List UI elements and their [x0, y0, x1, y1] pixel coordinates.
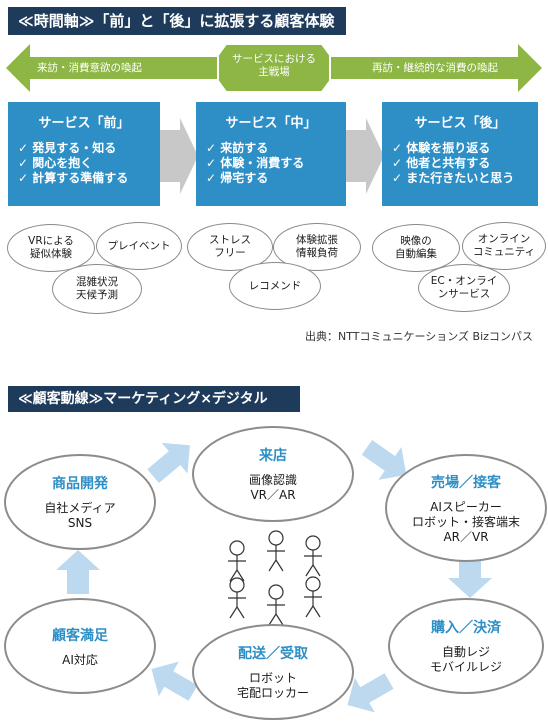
stage-during-item: ✓ 帰宅する: [206, 171, 269, 185]
tag-oval: レコメンド: [229, 262, 321, 310]
node-delivery: 配送／受取 ロボット 宅配ロッカー: [192, 624, 354, 720]
node-line: 画像認識: [248, 473, 297, 487]
tag-oval: ストレス フリー: [187, 223, 273, 271]
node-line: ロボット・接客端末: [411, 514, 520, 529]
node-store-visit: 来店 画像認識 VR／AR: [192, 426, 354, 522]
timeline-center-line1: サービスにおける: [232, 53, 316, 65]
stage-during-title: サービス「中」: [225, 116, 317, 131]
tag-oval: オンライン コミュニティ: [462, 222, 546, 270]
stage-after-title: サービス「後」: [414, 116, 506, 131]
timeline-center-line2: 主戦場: [258, 66, 290, 78]
stick-figure-icon: [304, 535, 322, 577]
stick-figure-icon: [228, 577, 246, 619]
cycle-arrow-icon: [56, 550, 100, 594]
timeline-left-label: 来訪・消費意欲の喚起: [37, 62, 142, 74]
node-line: AI対応: [62, 652, 98, 667]
tag-oval: プレイベント: [96, 222, 182, 270]
node-line: AIスピーカー: [430, 499, 502, 514]
node-title: 商品開発: [52, 476, 108, 492]
double-arrow-icon: [6, 43, 542, 93]
tag-oval: 映像の 自動編集: [372, 224, 460, 272]
node-line: 自社メディア: [44, 501, 116, 515]
customer-flow-banner: ≪顧客動線≫マーケティング×デジタル: [8, 386, 300, 412]
node-line: ロボット: [248, 671, 297, 685]
node-product-dev: 商品開発 自社メディア SNS: [4, 454, 156, 550]
stage-after-item: ✓ また行きたいと思う: [392, 171, 515, 185]
node-sales-floor: 売場／接客 AIスピーカー ロボット・接客端末 AR／VR: [385, 454, 547, 562]
stick-figure-icon: [267, 530, 285, 572]
chevron-right-icon: [344, 118, 384, 194]
cycle-arrow-icon: [347, 673, 394, 713]
time-axis-banner: ≪時間軸≫「前」と「後」に拡張する顧客体験: [8, 7, 346, 35]
node-line: モバイルレジ: [429, 660, 502, 674]
stage-before-title: サービス「前」: [38, 116, 130, 131]
node-title: 購入／決済: [431, 620, 501, 636]
stick-figure-icon: [228, 540, 246, 582]
tag-oval: EC・オンライ ンサービス: [418, 264, 510, 312]
node-title: 売場／接客: [431, 474, 501, 491]
cycle-arrow-icon: [448, 554, 492, 598]
stick-figure-icon: [267, 584, 285, 626]
node-title: 顧客満足: [52, 627, 108, 644]
stage-before-item: ✓ 関心を抱く: [18, 156, 93, 170]
node-title: 来店: [259, 448, 287, 464]
node-title: 配送／受取: [238, 646, 308, 662]
cycle-arrow-icon: [361, 440, 407, 480]
node-line: 宅配ロッカー: [236, 686, 309, 700]
cycle-arrow-icon: [147, 442, 190, 484]
node-line: 自動レジ: [441, 645, 490, 659]
node-line: VR／AR: [250, 488, 296, 502]
stage-during-item: ✓ 体験・消費する: [206, 156, 305, 170]
source-credit: 出典：NTTコミュニケーションズ Bizコンパス: [305, 330, 533, 343]
stage-before-item: ✓ 発見する・知る: [18, 141, 117, 155]
stage-during-item: ✓ 来訪する: [206, 141, 269, 155]
stage-after-item: ✓ 他者と共有する: [392, 156, 491, 170]
node-purchase: 購入／決済 自動レジ モバイルレジ: [388, 598, 544, 694]
stage-before: サービス「前」 ✓ 発見する・知る ✓ 関心を抱く ✓ 計算する準備する: [8, 102, 160, 206]
stage-during: サービス「中」 ✓ 来訪する ✓ 体験・消費する ✓ 帰宅する: [196, 102, 346, 206]
timeline-right-label: 再訪・継続的な消費の喚起: [372, 62, 498, 74]
cycle-arrow-icon: [151, 661, 198, 701]
node-line: AR／VR: [443, 529, 489, 544]
tag-oval: 混雑状況 天候予測: [52, 264, 142, 314]
stage-before-item: ✓ 計算する準備する: [18, 171, 129, 185]
chevron-right-icon: [158, 118, 198, 194]
stage-after-item: ✓ 体験を振り返る: [392, 141, 491, 155]
stick-figure-icon: [304, 576, 322, 618]
timeline-center-label: サービスにおける 主戦場: [218, 53, 330, 79]
node-satisfaction: 顧客満足 AI対応: [4, 598, 156, 694]
node-line: SNS: [67, 516, 93, 530]
stage-after: サービス「後」 ✓ 体験を振り返る ✓ 他者と共有する ✓ また行きたいと思う: [382, 102, 538, 206]
tag-oval: VRによる 疑似体験: [7, 224, 95, 272]
